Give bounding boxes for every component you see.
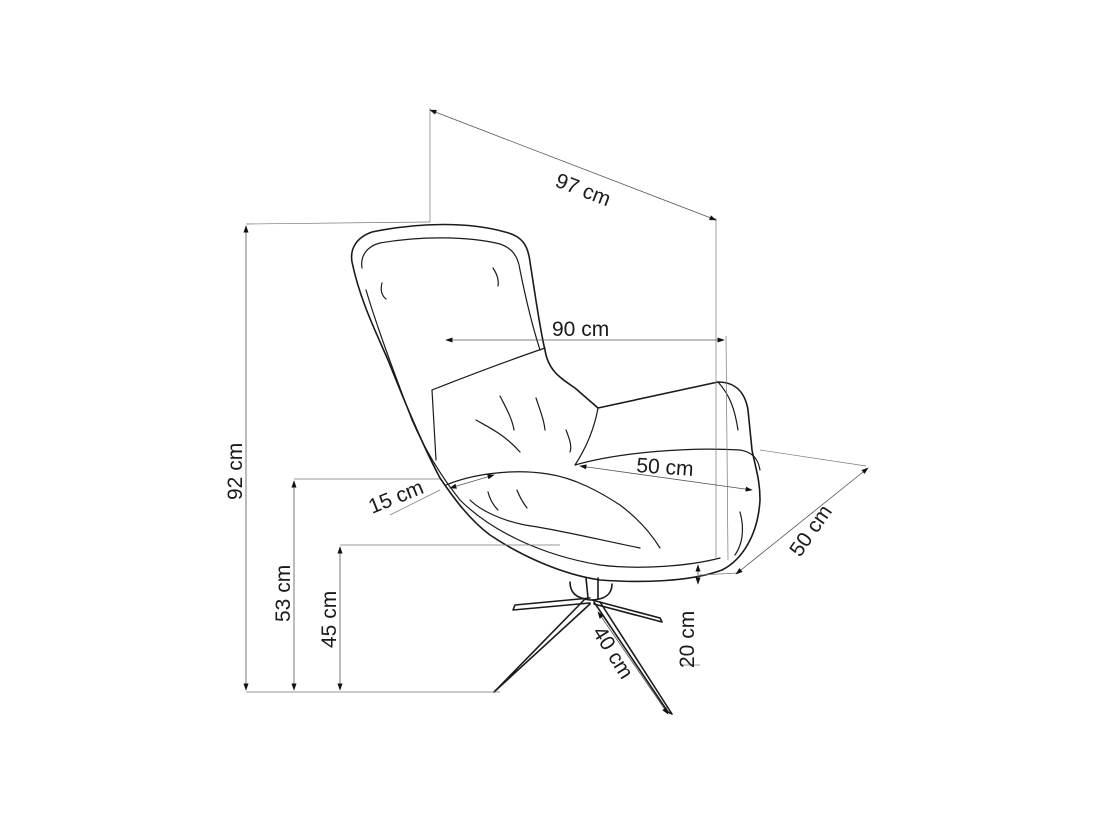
label-armrest-height: 53 cm [272, 565, 295, 622]
chair-base [493, 577, 673, 715]
dimension-lines [243, 108, 869, 715]
label-base-leg: 40 cm [588, 622, 638, 683]
label-depth-overall: 97 cm [552, 169, 614, 211]
chair-outline [350, 223, 761, 601]
label-seat-width: 50 cm [636, 454, 695, 481]
dimension-labels: 97 cm 92 cm 90 cm 50 cm 50 cm 53 cm 45 c… [224, 169, 837, 683]
label-seat-height: 45 cm [318, 591, 341, 648]
label-height-total: 92 cm [224, 443, 247, 500]
label-seat-depth: 50 cm [785, 501, 837, 561]
label-width-overall: 90 cm [552, 318, 609, 341]
label-base-height: 20 cm [676, 611, 699, 668]
